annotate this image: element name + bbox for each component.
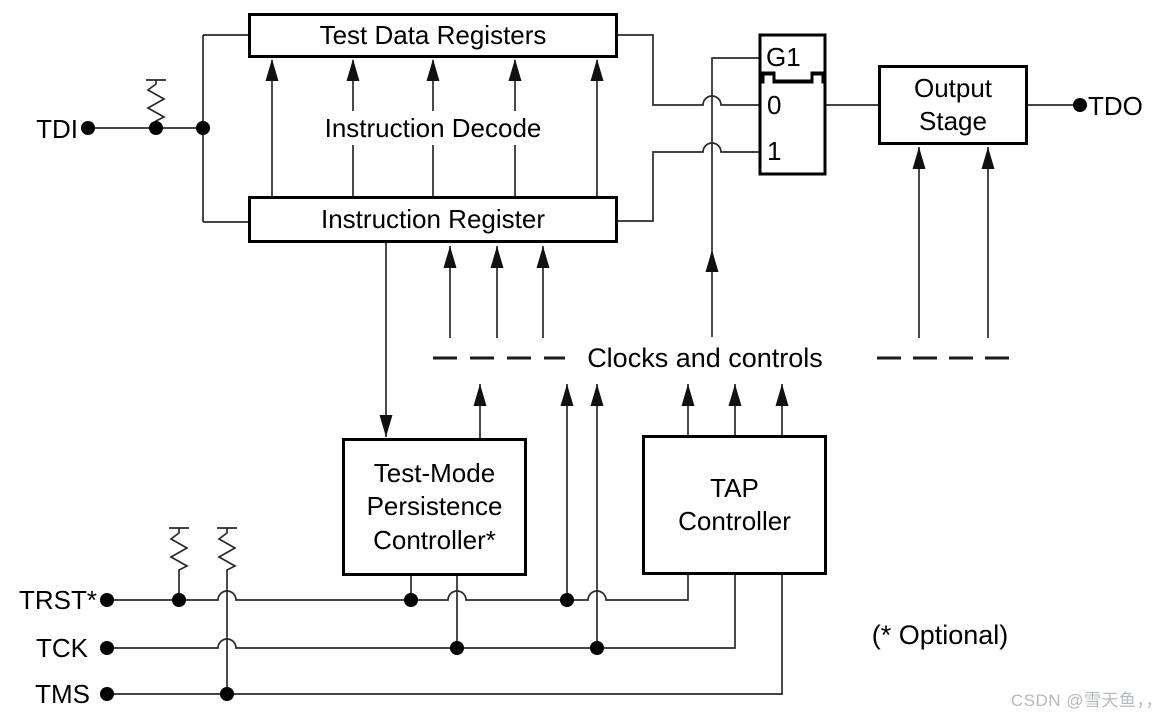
junction-dot [590, 641, 604, 655]
block-tap-controller: TAP Controller [642, 435, 827, 575]
tdi-terminal-dot [81, 121, 95, 135]
tms-terminal-dot [100, 687, 114, 701]
trst-terminal-dot [100, 593, 114, 607]
mux-input1-label: 1 [767, 136, 782, 166]
junction-dot [196, 121, 210, 135]
arrowhead [473, 384, 487, 406]
arrowhead [590, 59, 604, 81]
arrowhead [265, 59, 279, 81]
port-label-tms: TMS [35, 679, 90, 709]
tdr-to-mux0-wire [618, 34, 760, 106]
mux-input0-label: 0 [767, 90, 782, 120]
arrowhead [912, 147, 926, 169]
mux-g1-label: G1 [766, 42, 801, 72]
arrowhead [346, 59, 360, 81]
csdn-watermark: CSDN @雪天鱼，， [1010, 691, 1163, 710]
mux-body [758, 72, 827, 176]
mux-select-wire [711, 57, 760, 337]
arrowhead [536, 246, 550, 268]
output-stage-control-lines [918, 147, 989, 338]
port-label-tdo: TDO [1088, 91, 1143, 121]
block-output-stage: Output Stage [878, 65, 1028, 145]
port-label-tdi: TDI [36, 114, 78, 144]
arrowhead [775, 384, 789, 406]
optional-note: (* Optional) [871, 620, 1009, 650]
arrowhead [705, 250, 719, 272]
block-test-data-registers: Test Data Registers [248, 13, 618, 58]
junction-dot [220, 687, 234, 701]
junction-dot [172, 593, 186, 607]
tdi-pullup-resistor [146, 79, 166, 128]
arrowhead [728, 384, 742, 406]
tdo-terminal-dot [1073, 98, 1087, 112]
arrowheads [265, 59, 995, 437]
port-label-tck: TCK [36, 633, 88, 663]
arrowhead [981, 147, 995, 169]
junction-dot [404, 593, 418, 607]
arrowhead [590, 384, 604, 406]
junction-dots [81, 98, 1087, 701]
tck-terminal-dot [100, 641, 114, 655]
arrowhead [426, 59, 440, 81]
arrowhead-down [379, 415, 393, 437]
arrowhead [681, 384, 695, 406]
block-instruction-register: Instruction Register [248, 196, 618, 243]
arrowhead [560, 384, 574, 406]
ir-to-mux1-wire [618, 142, 760, 222]
junction-dot [149, 121, 163, 135]
arrowhead [490, 246, 504, 268]
tms-pullup-resistor [217, 527, 237, 694]
tdi-net-wire [88, 34, 248, 223]
tms-rail [107, 575, 783, 695]
block-test-mode-persistence-controller: Test-Mode Persistence Controller* [342, 438, 527, 576]
trst-pullup-resistor [169, 527, 189, 600]
trst-rail [107, 575, 689, 601]
tck-rail [107, 575, 736, 649]
junction-dot [560, 593, 574, 607]
tmpc-bottom-pins [410, 576, 458, 648]
junction-dot [450, 641, 464, 655]
arrowhead [508, 59, 522, 81]
clocks-and-controls-label: Clocks and controls [565, 343, 845, 373]
instruction-decode-label: Instruction Decode [303, 111, 563, 145]
arrowhead [443, 246, 457, 268]
port-label-trst: TRST* [19, 585, 97, 615]
